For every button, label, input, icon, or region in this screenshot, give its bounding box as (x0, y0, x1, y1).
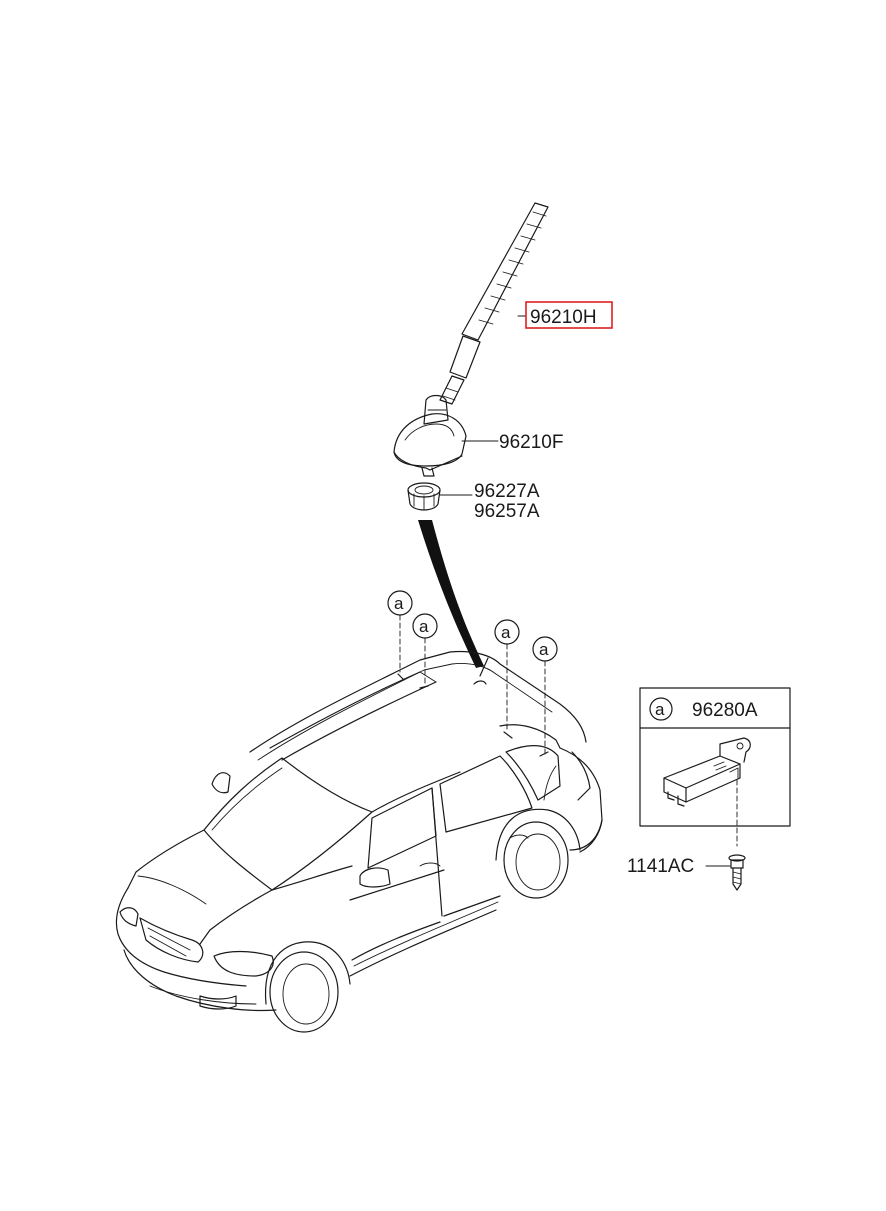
roof-callouts: a a a a (387, 590, 558, 757)
label-screw: 1141AC (627, 856, 694, 877)
svg-text:a: a (419, 617, 429, 636)
label-amplifier: 96280A (692, 700, 758, 721)
callout-a-1: a (387, 590, 413, 673)
amplifier-panel: a 96280A (639, 687, 791, 847)
antenna-nut-drawing (407, 482, 441, 511)
svg-text:a: a (394, 594, 404, 613)
part-labels: 96210H 96210F 96227A 96257A 1141AC (474, 301, 694, 877)
callout-a-3: a (494, 619, 520, 733)
vehicle-drawing (115, 650, 603, 1033)
label-antenna-mast: 96210H (530, 307, 597, 328)
antenna-mast-drawing (439, 202, 549, 405)
leader-lines (439, 315, 527, 496)
label-nut-2: 96257A (474, 501, 540, 522)
amplifier-callout-marker: a (655, 700, 665, 719)
callout-a-2: a (412, 613, 438, 685)
label-antenna-base: 96210F (499, 432, 563, 453)
antenna-cable (418, 520, 484, 668)
callout-a-4: a (532, 636, 558, 757)
screw-drawing (705, 854, 746, 891)
label-nut-1: 96227A (474, 481, 540, 502)
highlight-box (525, 301, 613, 329)
svg-text:a: a (501, 623, 511, 642)
antenna-base-drawing (393, 394, 467, 477)
amplifier-drawing (663, 737, 751, 807)
svg-text:a: a (539, 640, 549, 659)
